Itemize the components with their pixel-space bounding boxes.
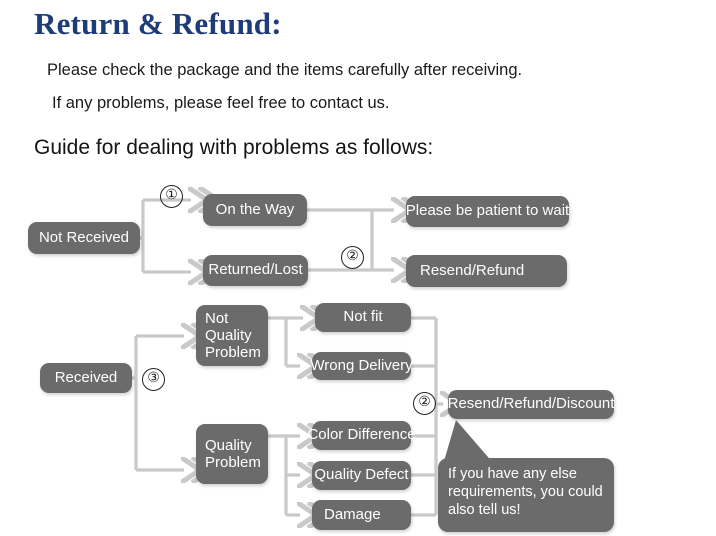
node-received[interactable]: Received (40, 363, 132, 393)
node-quality-problem[interactable]: Quality Problem (196, 424, 268, 484)
node-on-the-way[interactable]: On the Way (203, 194, 307, 226)
node-quality-defect[interactable]: Quality Defect (312, 461, 411, 490)
intro-line-2: If any problems, please feel free to con… (52, 94, 390, 112)
step-number-1: ① (160, 185, 183, 208)
node-color-difference[interactable]: Color Difference (307, 421, 416, 450)
guide-heading: Guide for dealing with problems as follo… (34, 136, 434, 159)
step-number-2-top: ② (341, 246, 364, 269)
node-resend-refund[interactable]: Resend/Refund (406, 255, 567, 287)
callout-bubble: If you have any else requirements, you c… (438, 458, 614, 532)
step-number-2-bottom: ② (413, 392, 436, 415)
intro-line-1: Please check the package and the items c… (47, 61, 523, 79)
node-resend-refund-discount[interactable]: Resend/Refund/Discount (448, 390, 614, 419)
page-title: Return & Refund: (34, 6, 282, 41)
node-please-be-patient-to-wait[interactable]: Please be patient to wait (406, 196, 569, 227)
node-not-fit[interactable]: Not fit (315, 303, 411, 332)
node-damage[interactable]: Damage (312, 500, 411, 530)
node-not-received[interactable]: Not Received (28, 222, 140, 254)
node-wrong-delivery[interactable]: Wrong Delivery (310, 352, 413, 380)
node-not-quality-problem[interactable]: Not Quality Problem (196, 305, 268, 366)
node-returned-lost[interactable]: Returned/Lost (203, 255, 308, 286)
step-number-3: ③ (142, 368, 165, 391)
